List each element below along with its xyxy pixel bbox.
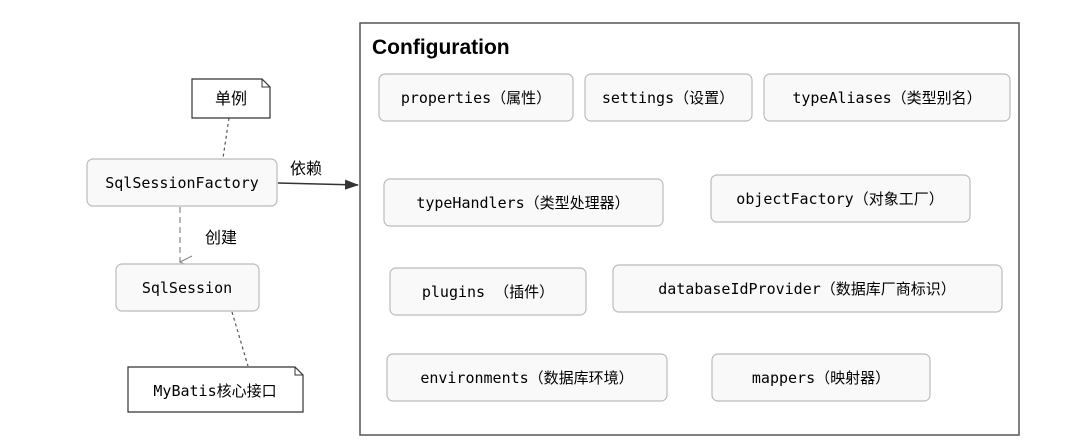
config-item-label: settings（设置）: [602, 89, 734, 107]
core-interface-label: MyBatis核心接口: [153, 382, 276, 400]
configuration-title: Configuration: [372, 36, 510, 59]
config-item-label: databaseIdProvider（数据库厂商标识）: [658, 280, 956, 298]
config-item-label: environments（数据库环境）: [420, 369, 633, 387]
config-item-settings: settings（设置）: [584, 73, 753, 122]
config-item-plugins: plugins （插件）: [389, 267, 587, 316]
config-item-label: mappers（映射器）: [752, 369, 890, 387]
config-item-type-aliases: typeAliases（类型别名）: [763, 73, 1011, 122]
sql-session-factory-label: SqlSessionFactory: [105, 174, 259, 192]
depends-arrow: [277, 179, 359, 190]
config-item-label: typeHandlers（类型处理器）: [416, 194, 629, 212]
sql-session-box: SqlSession: [115, 263, 260, 312]
config-item-properties: properties（属性）: [378, 73, 574, 122]
singleton-note: 单例: [191, 78, 271, 119]
sql-session-label: SqlSession: [142, 279, 232, 297]
singleton-connector: [222, 117, 230, 159]
sql-session-factory-box: SqlSessionFactory: [86, 158, 278, 207]
core-interface-note: MyBatis核心接口: [127, 366, 304, 413]
config-item-label: objectFactory（对象工厂）: [736, 190, 943, 208]
depends-label: 依赖: [290, 159, 322, 178]
config-item-database-id-provider: databaseIdProvider（数据库厂商标识）: [612, 264, 1003, 313]
config-item-label: typeAliases（类型别名）: [792, 89, 981, 107]
create-label: 创建: [205, 228, 237, 247]
config-item-object-factory: objectFactory（对象工厂）: [710, 174, 971, 223]
config-item-type-handlers: typeHandlers（类型处理器）: [383, 178, 664, 227]
core-connector: [231, 311, 249, 367]
config-item-label: plugins （插件）: [422, 283, 554, 301]
config-item-mappers: mappers（映射器）: [711, 353, 931, 402]
config-item-environments: environments（数据库环境）: [386, 353, 668, 402]
singleton-note-label: 单例: [215, 89, 247, 108]
config-item-label: properties（属性）: [401, 89, 551, 107]
